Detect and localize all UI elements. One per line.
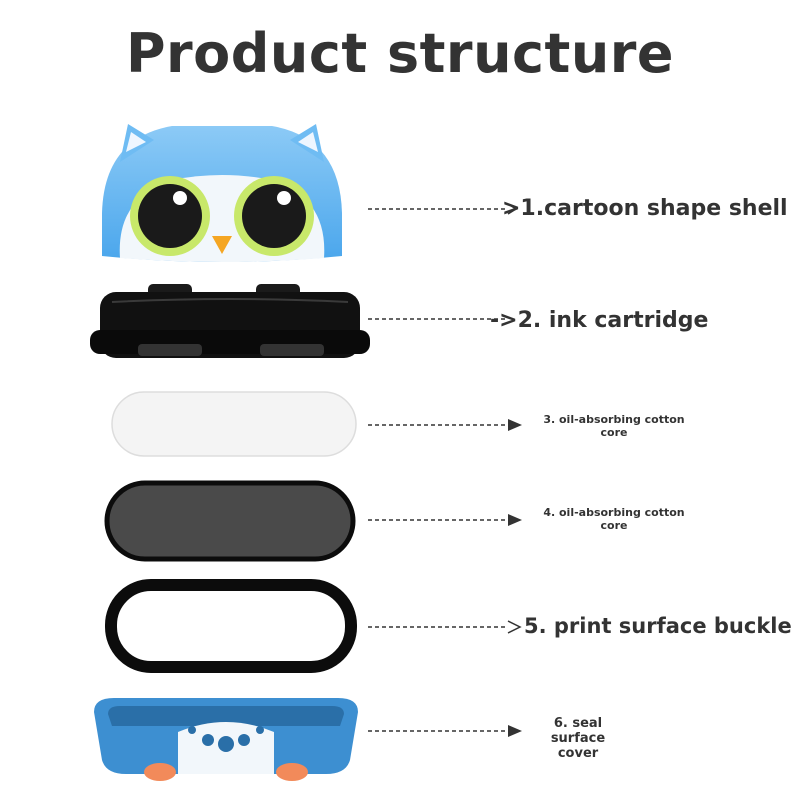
owl-shell-icon <box>102 124 342 262</box>
arrow-1 <box>368 203 518 215</box>
arrow-4 <box>368 514 522 526</box>
arrow-5 <box>368 620 522 634</box>
arrow-6 <box>368 725 522 737</box>
gray-cotton-core-icon <box>104 480 356 562</box>
arrow-3 <box>368 419 522 431</box>
part-label-4: 4. oil-absorbing cotton core <box>543 506 685 532</box>
part-label-1: >1.cartoon shape shell <box>502 196 788 221</box>
page-title: Product structure <box>125 22 675 85</box>
arrow-2 <box>368 318 508 320</box>
buckle-ring-icon <box>105 579 357 673</box>
ink-cartridge-icon <box>90 284 370 358</box>
part-label-5: 5. print surface buckle <box>524 614 792 638</box>
seal-cover-icon <box>94 698 358 781</box>
part-label-2: ->2. ink cartridge <box>490 308 709 333</box>
part-label-3: 3. oil-absorbing cotton core <box>543 413 685 439</box>
part-label-6: 6. seal surface cover <box>550 716 606 761</box>
white-cotton-core-icon <box>111 391 357 457</box>
